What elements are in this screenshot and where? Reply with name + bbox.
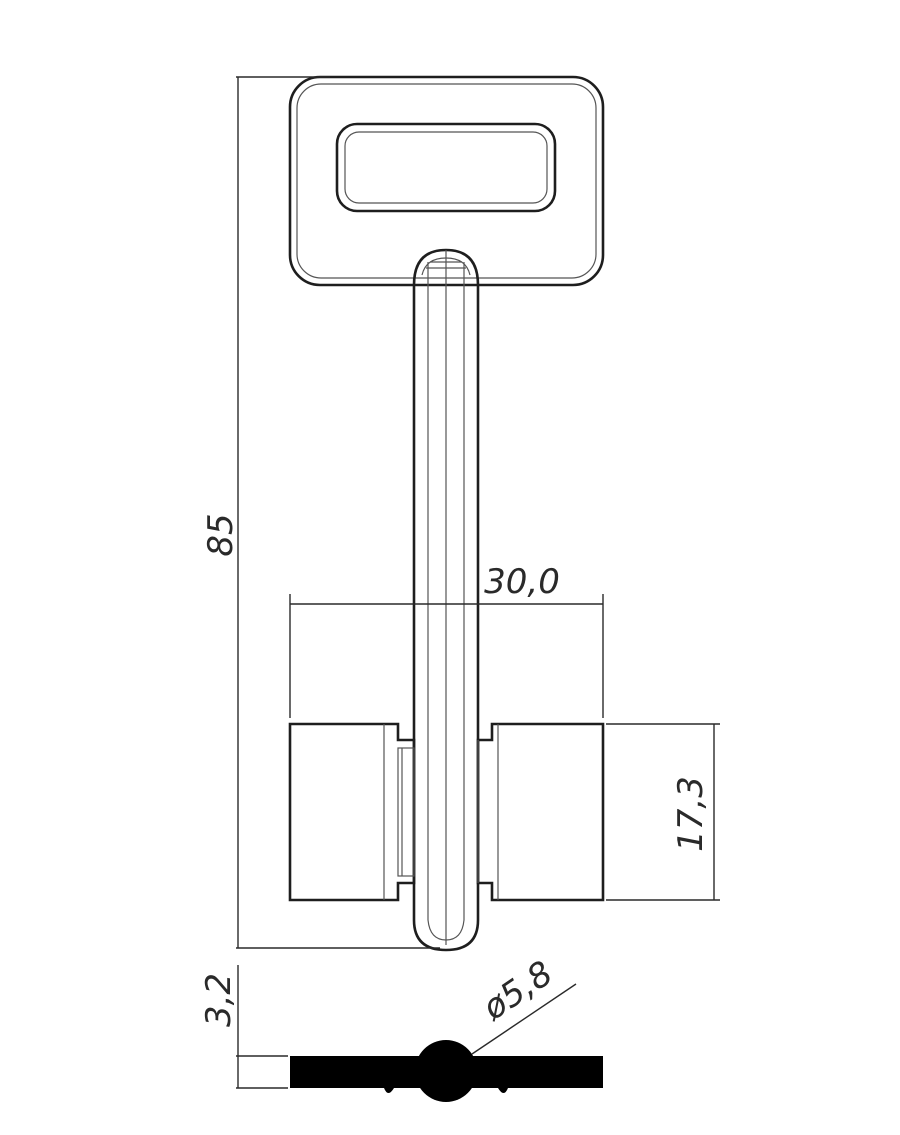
dimension-overall-length: 85	[201, 76, 440, 949]
key-shank	[412, 248, 480, 952]
dimension-shank-diameter: ø5,8	[471, 953, 577, 1055]
dimension-bit-span: 30,0	[289, 562, 604, 718]
shank-diameter-label: ø5,8	[475, 953, 560, 1029]
cross-section-profile	[290, 1040, 603, 1102]
left-bit	[288, 722, 416, 902]
bit-span-label: 30,0	[484, 562, 560, 602]
overall-length-label: 85	[201, 513, 241, 556]
dimension-bit-height: 17,3	[606, 723, 720, 901]
dimension-profile-thickness: 3,2	[199, 965, 288, 1089]
profile-thickness-label: 3,2	[199, 973, 239, 1027]
right-bit	[476, 722, 605, 902]
bow-slot	[335, 122, 557, 213]
bit-height-label: 17,3	[671, 776, 711, 852]
